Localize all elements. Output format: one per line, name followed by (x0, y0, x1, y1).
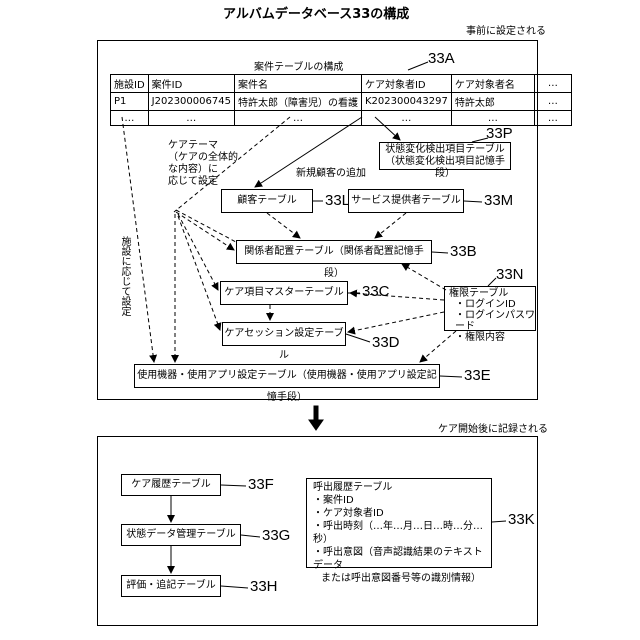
dash-table-to-device-left (122, 117, 154, 362)
leader-33d (346, 334, 370, 342)
leader-33k (492, 521, 506, 522)
dash-theme-to-care-item (178, 214, 218, 290)
arrow-to-customer (255, 117, 362, 187)
leader-33e (440, 376, 462, 377)
leader-33b (432, 252, 448, 253)
dash-table-to-theme (174, 117, 290, 212)
leader-33g (241, 535, 260, 537)
dash-caretheme-to-stakeholder-top (176, 210, 236, 242)
dash-provider-to-stakeholder (375, 213, 406, 238)
leader-33n (488, 278, 496, 286)
dash-permission-to-care-item (350, 293, 444, 300)
arrow-to-state-change (375, 117, 400, 140)
dash-permission-to-stakeholder (402, 264, 446, 290)
leader-33p (472, 138, 488, 142)
leader-33a (408, 62, 428, 70)
leader-33m (464, 201, 482, 202)
leader-33h (221, 586, 248, 588)
leader-33f (221, 485, 246, 486)
dash-theme-to-stakeholder (176, 212, 234, 250)
dash-theme-to-session (178, 216, 220, 330)
transition-arrow-down (309, 406, 323, 430)
dash-customer-to-stakeholder (267, 213, 300, 238)
dash-permission-to-device (420, 331, 456, 362)
dash-permission-to-session (348, 312, 444, 332)
